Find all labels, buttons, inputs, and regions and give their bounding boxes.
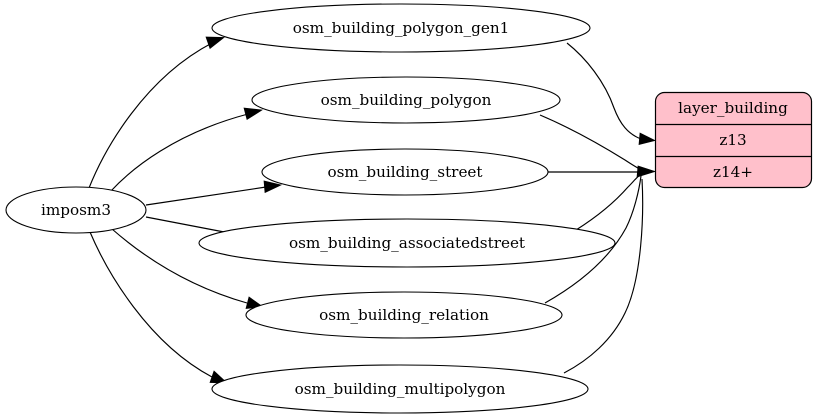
layer-building-z14plus-label: z14+: [713, 163, 753, 181]
node-osm-building-multipolygon-shape[interactable]: [211, 364, 589, 414]
node-osm-building-relation-label: osm_building_relation: [319, 306, 489, 324]
edge-imposm3-to-osm-building-polygon: [109, 113, 249, 193]
node-osm-building-street[interactable]: osm_building_street: [261, 148, 549, 196]
arrowhead-layer-z13: [638, 132, 657, 145]
arrowhead-layer-z14plus: [636, 165, 657, 178]
layer-building-z13-label: z13: [719, 131, 746, 149]
node-osm-building-polygon-gen1-label: osm_building_polygon_gen1: [293, 19, 510, 37]
node-osm-building-street-shape[interactable]: [261, 148, 549, 196]
node-osm-building-polygon[interactable]: osm_building_polygon: [251, 76, 561, 124]
edge-osm-building-polygon-gen1-to-layer-z13: [566, 42, 642, 140]
node-osm-building-associatedstreet-shape[interactable]: [198, 218, 616, 268]
edge-osm-building-associatedstreet-to-layer-z14plus: [575, 173, 642, 231]
node-osm-building-relation[interactable]: osm_building_relation: [245, 291, 563, 339]
edge-osm-building-multipolygon-to-layer-z14plus: [563, 178, 644, 374]
node-osm-building-polygon-shape[interactable]: [251, 76, 561, 124]
node-osm-building-polygon-label: osm_building_polygon: [321, 91, 492, 109]
node-layer-building-box[interactable]: [654, 91, 813, 189]
edge-imposm3-to-osm-building-polygon-gen1: [88, 42, 213, 189]
edge-imposm3-to-osm-building-relation: [111, 228, 248, 304]
arrowhead-osm-building-polygon-gen1: [205, 36, 225, 50]
edge-osm-building-relation-to-layer-z14plus: [544, 175, 642, 304]
node-osm-building-street-label: osm_building_street: [327, 163, 482, 181]
node-osm-building-associatedstreet-label: osm_building_associatedstreet: [289, 234, 525, 252]
edge-group-tables-to-layer: [539, 42, 657, 374]
edge-imposm3-to-osm-building-multipolygon: [89, 231, 213, 378]
node-osm-building-multipolygon[interactable]: osm_building_multipolygon: [211, 364, 589, 414]
node-imposm3-label: imposm3: [41, 201, 111, 219]
edge-imposm3-to-osm-building-street: [145, 186, 267, 206]
node-osm-building-multipolygon-label: osm_building_multipolygon: [295, 380, 506, 398]
node-osm-building-polygon-gen1-shape[interactable]: [211, 3, 591, 53]
node-osm-building-polygon-gen1[interactable]: osm_building_polygon_gen1: [211, 3, 591, 53]
node-imposm3-shape[interactable]: [5, 186, 147, 234]
node-imposm3[interactable]: imposm3: [5, 186, 147, 234]
node-osm-building-relation-shape[interactable]: [245, 291, 563, 339]
layer-building-title-label: layer_building: [678, 99, 788, 117]
edge-osm-building-polygon-to-layer-z14plus: [539, 114, 642, 171]
arrowhead-osm-building-polygon: [243, 107, 264, 121]
node-osm-building-associatedstreet[interactable]: osm_building_associatedstreet: [198, 218, 616, 268]
arrowhead-osm-building-street: [263, 180, 283, 194]
node-layer-building[interactable]: layer_building z13 z14+: [654, 91, 813, 189]
